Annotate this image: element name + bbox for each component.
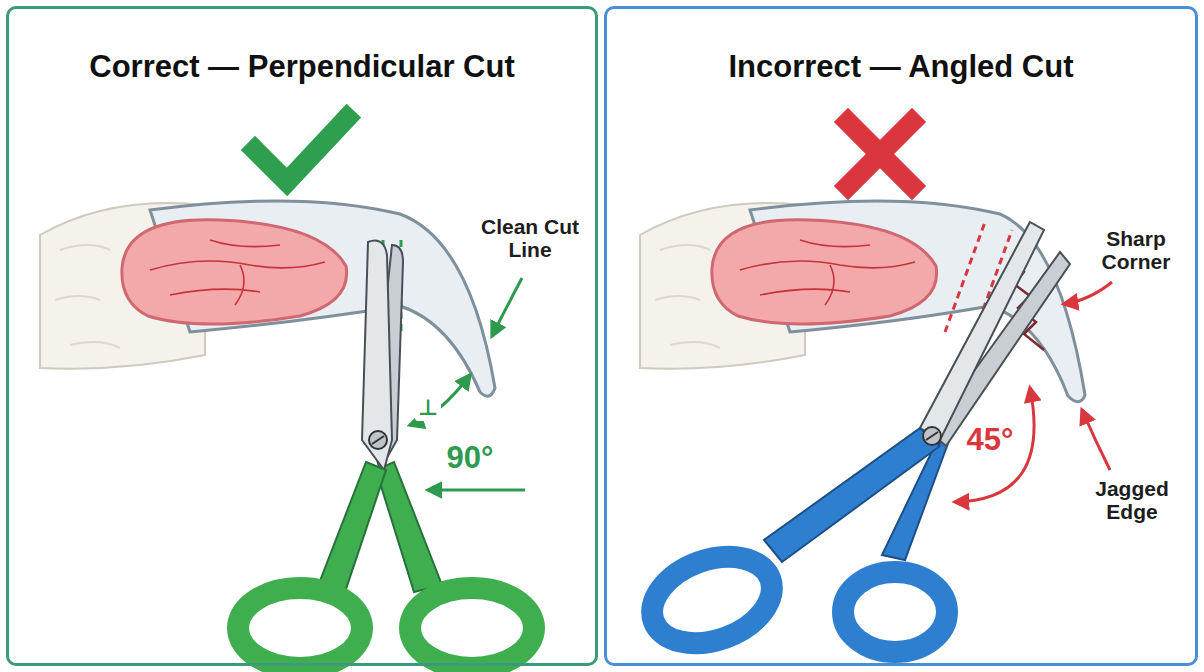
leader-arrow (492, 278, 522, 336)
leader-arrow (428, 489, 525, 492)
angle-arc (955, 388, 1034, 502)
angle-arc (410, 375, 470, 425)
quick (122, 220, 347, 324)
quick (712, 220, 937, 324)
panel-heading: Correct — Perpendicular Cut (85, 49, 518, 84)
angle-value: 90° (444, 440, 497, 476)
callout-label: Sharp Corner (1079, 226, 1193, 274)
panel: Correct — Perpendicular Cut (6, 6, 598, 666)
callout-label: Clean Cut Line (475, 214, 585, 262)
panel-heading: Incorrect — Angled Cut (724, 49, 1077, 84)
perpendicular-symbol: ⊥ (415, 395, 441, 421)
scissors-green (238, 241, 534, 668)
panel: Incorrect — Angled Cut (604, 6, 1198, 666)
scissors-blue (640, 222, 1070, 659)
leader-arrow (1064, 282, 1112, 304)
x-mark (848, 122, 912, 186)
leader-arrow (1082, 410, 1110, 470)
angle-value: 45° (964, 422, 1017, 458)
panel-heading-row: Correct — Perpendicular Cut (9, 49, 595, 85)
check-mark (255, 118, 347, 182)
callout-label: Jagged Edge (1079, 476, 1185, 524)
panel-heading-row: Incorrect — Angled Cut (607, 49, 1195, 85)
